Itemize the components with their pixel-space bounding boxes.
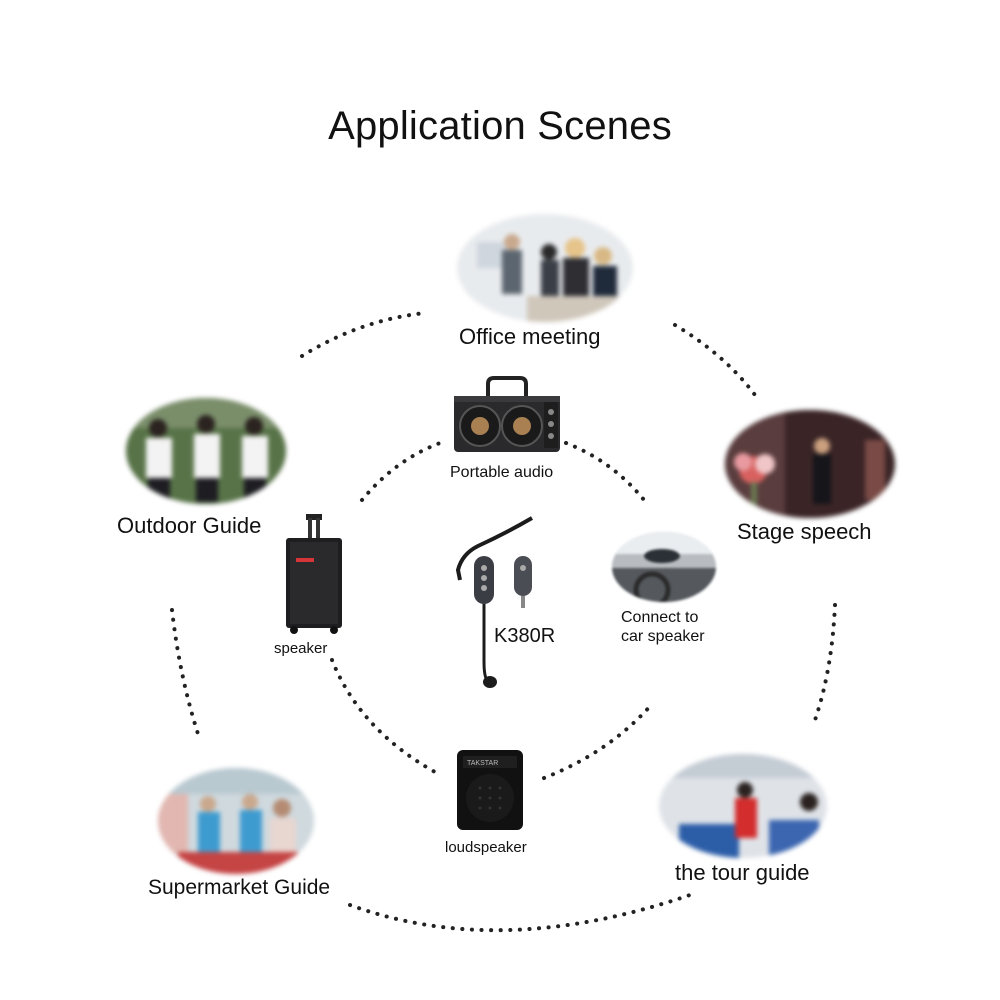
inner-arc-top-left — [360, 441, 442, 502]
inner-arc-top-right — [564, 441, 650, 507]
car-speaker-label-line1: Connect to — [621, 609, 699, 626]
inner-arc-bottom-right — [542, 702, 654, 780]
product-model-label: K380R — [494, 625, 556, 647]
inner-arc-bottom-left — [330, 658, 437, 774]
car-speaker-photo — [612, 532, 716, 602]
stage-speech-label: Stage speech — [737, 519, 872, 544]
supermarket-guide-label: Supermarket Guide — [148, 876, 331, 899]
outer-arc-bottom — [348, 893, 692, 933]
speaker-label: speaker — [274, 640, 328, 657]
portable-audio-label: Portable audio — [450, 464, 554, 481]
outer-arc-right — [813, 603, 837, 722]
office-meeting-photo — [457, 214, 633, 322]
office-meeting-label: Office meeting — [459, 324, 601, 349]
trolley-speaker-image — [286, 514, 342, 634]
outer-arc-left — [170, 608, 202, 742]
stage-speech-photo — [725, 410, 895, 518]
loudspeaker-image: TAKSTAR — [457, 750, 523, 830]
page-title: Application Scenes — [328, 104, 672, 148]
car-speaker-label-line2: car speaker — [621, 628, 705, 645]
outdoor-guide-photo — [126, 398, 286, 504]
loudspeaker-label: loudspeaker — [445, 839, 527, 856]
outdoor-guide-label: Outdoor Guide — [117, 513, 262, 538]
outer-arc-top-right — [673, 323, 757, 397]
portable-audio-image — [454, 376, 560, 452]
supermarket-guide-photo — [158, 768, 314, 874]
svg-text:TAKSTAR: TAKSTAR — [467, 760, 498, 767]
tour-guide-photo — [659, 754, 827, 858]
k380r-product-image — [455, 516, 534, 688]
outer-arc-top-left — [300, 311, 427, 358]
tour-guide-label: the tour guide — [675, 860, 810, 885]
